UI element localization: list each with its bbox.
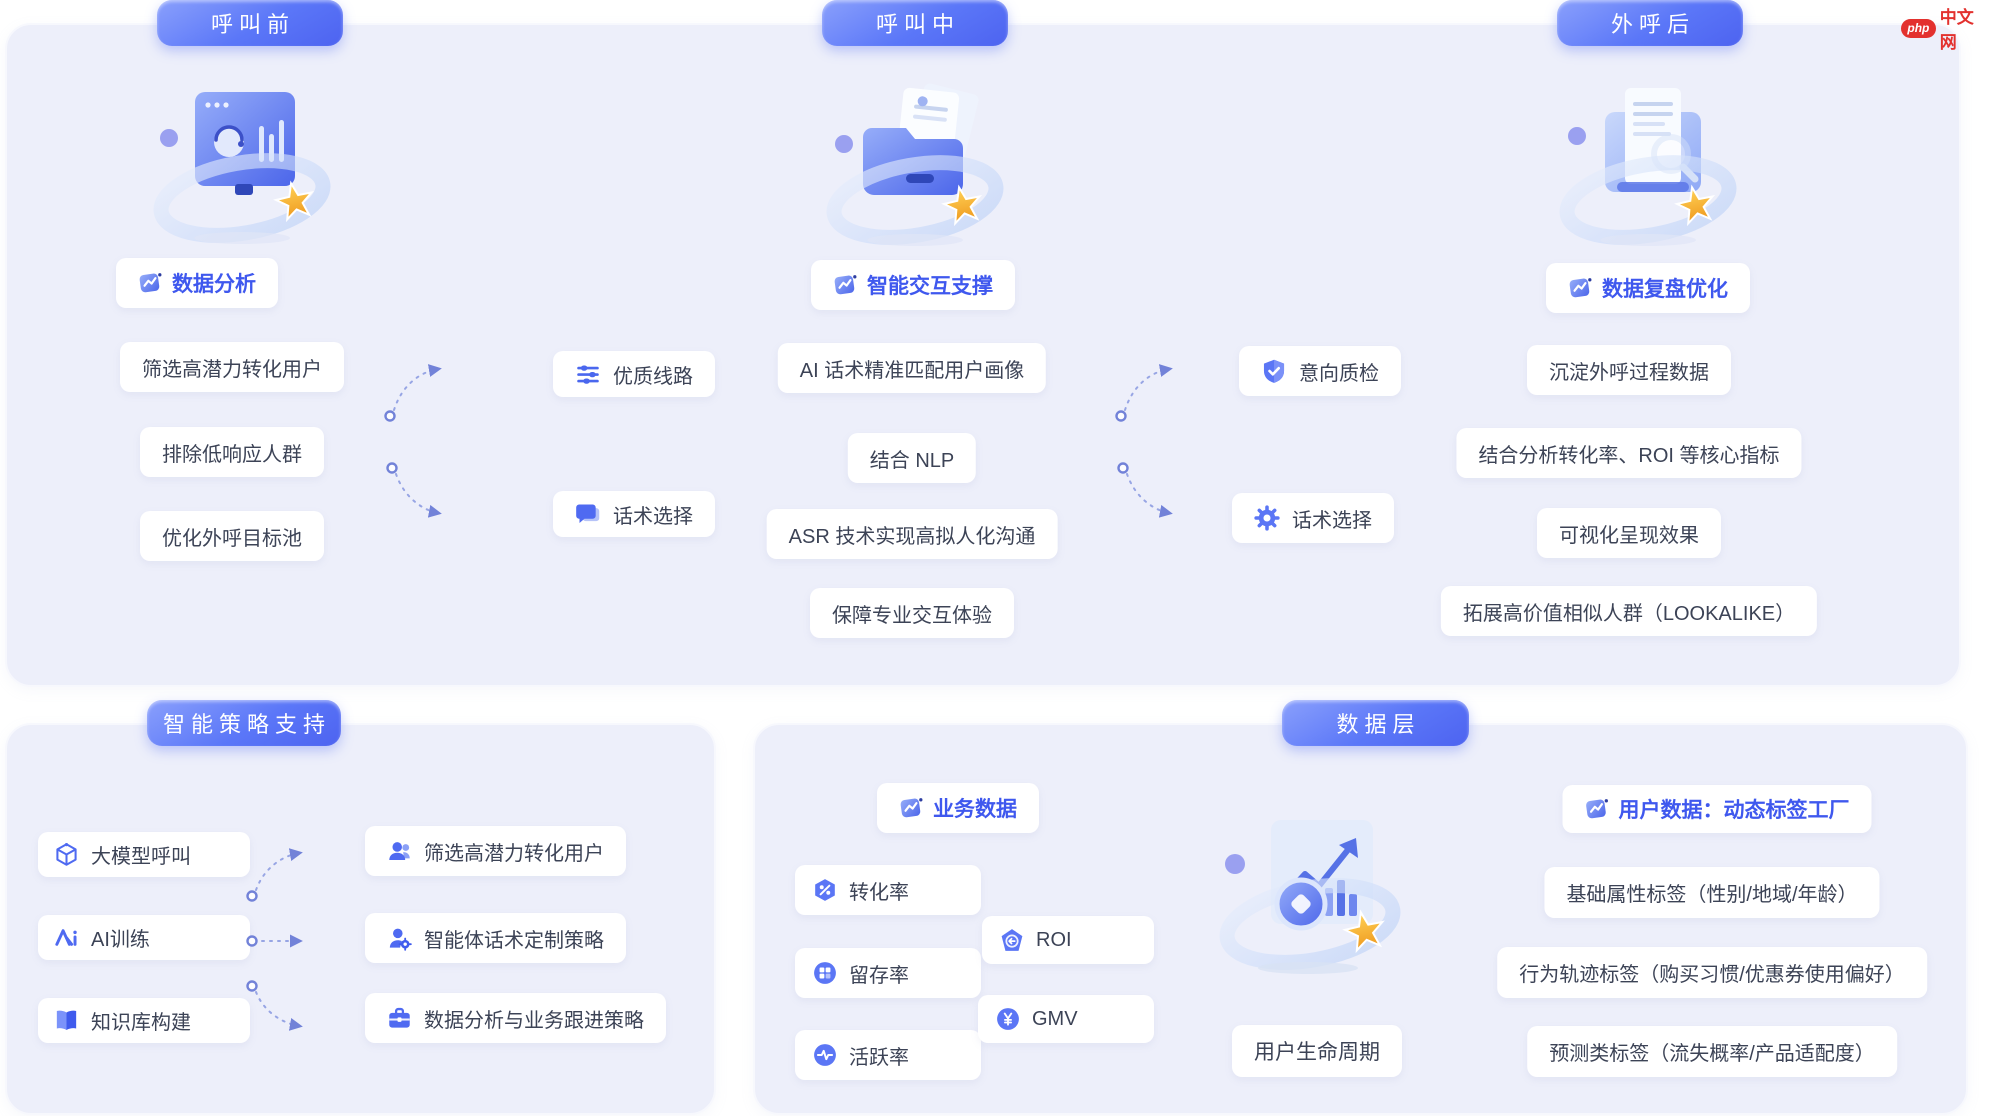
pre-call-item: 排除低响应人群 — [140, 427, 324, 477]
post-call-item: 沉淀外呼过程数据 — [1527, 345, 1731, 395]
pre-call-item: 优化外呼目标池 — [140, 511, 324, 561]
in-call-item: AI 话术精准匹配用户画像 — [777, 343, 1047, 393]
in-call-item: 结合 NLP — [847, 433, 977, 483]
roi-coin-icon — [1001, 929, 1023, 951]
badge-post-call: 外呼后 — [1557, 0, 1743, 46]
tag-basic-attributes: 基础属性标签（性别/地域/年龄） — [1544, 867, 1880, 918]
badge-strategy: 智能策略支持 — [147, 700, 341, 746]
star-icon — [1342, 909, 1385, 954]
tag-prediction: 预测类标签（流失概率/产品适配度） — [1527, 1026, 1897, 1077]
strategy-input-llm-call: 大模型呼叫 — [38, 832, 250, 877]
pre-call-item: 筛选高潜力转化用户 — [120, 342, 344, 392]
in-call-illustration — [820, 78, 1010, 255]
metric-active-rate: 活跃率 — [795, 1030, 981, 1080]
site-logo[interactable]: php 中文网 — [1901, 3, 1989, 53]
chart-icon — [1569, 278, 1592, 298]
post-call-item: 结合分析转化率、ROI 等核心指标 — [1456, 428, 1802, 478]
pre-call-illustration — [147, 76, 337, 253]
agent-gear-icon — [389, 928, 412, 951]
strategy-input-ai-training: AI训练 — [38, 915, 250, 960]
output-intent-qc: 意向质检 — [1239, 346, 1401, 396]
users-icon — [389, 841, 410, 860]
badge-in-call: 呼叫中 — [822, 0, 1008, 46]
percent-hex-icon — [815, 879, 835, 901]
in-call-item: 保障专业交互体验 — [810, 588, 1014, 638]
cube-icon — [56, 843, 77, 866]
label-data-analysis: 数据分析 — [116, 258, 278, 308]
pulse-circle-icon — [814, 1044, 836, 1066]
chat-icon — [576, 504, 600, 523]
strategy-output-agent-script: 智能体话术定制策略 — [365, 913, 626, 963]
star-icon — [1674, 184, 1716, 227]
star-icon — [941, 184, 983, 227]
metric-roi: ROI — [982, 916, 1154, 964]
output-script-select-1: 话术选择 — [553, 491, 715, 537]
strategy-output-data-followup: 数据分析与业务跟进策略 — [365, 993, 666, 1043]
brand-text: 中文网 — [1939, 8, 1974, 52]
chart-icon — [1586, 799, 1608, 819]
post-call-item: 拓展高价值相似人群（LOOKALIKE） — [1440, 586, 1818, 636]
gear-icon — [1254, 505, 1280, 531]
shield-check-icon — [1263, 359, 1285, 383]
strategy-input-knowledge-base: 知识库构建 — [38, 998, 250, 1043]
badge-pre-call: 呼叫前 — [157, 0, 343, 46]
strategy-output-filter-users: 筛选高潜力转化用户 — [365, 826, 626, 876]
label-interaction-support: 智能交互支撑 — [811, 260, 1015, 310]
metric-retention-rate: 留存率 — [795, 948, 981, 998]
yen-circle-icon — [997, 1008, 1019, 1030]
ai-letters-icon — [55, 929, 77, 946]
lifecycle-label: 用户生命周期 — [1232, 1025, 1402, 1077]
metric-conversion-rate: 转化率 — [795, 865, 981, 915]
label-data-review: 数据复盘优化 — [1546, 263, 1750, 313]
php-logo-icon: php — [1901, 18, 1936, 38]
post-call-item: 可视化呈现效果 — [1537, 508, 1721, 558]
book-icon — [56, 1010, 77, 1031]
chart-icon — [139, 273, 162, 293]
data-layer-illustration — [1213, 800, 1408, 985]
post-call-illustration — [1553, 78, 1743, 255]
sliders-icon — [577, 365, 599, 384]
tag-behavior-track: 行为轨迹标签（购买习惯/优惠券使用偏好） — [1497, 947, 1927, 998]
label-user-data-tag-factory: 用户数据：动态标签工厂 — [1562, 785, 1872, 833]
chart-icon — [834, 275, 857, 295]
output-script-select-2: 话术选择 — [1232, 493, 1394, 543]
grid-circle-icon — [814, 962, 836, 984]
badge-data-layer: 数据层 — [1282, 700, 1469, 746]
output-quality-lines: 优质线路 — [553, 351, 715, 397]
metric-gmv: GMV — [978, 995, 1154, 1043]
briefcase-icon — [389, 1007, 410, 1028]
star-icon — [273, 180, 315, 223]
in-call-item: ASR 技术实现高拟人化沟通 — [766, 509, 1058, 559]
chart-icon — [900, 798, 923, 818]
label-business-data: 业务数据 — [877, 783, 1039, 833]
